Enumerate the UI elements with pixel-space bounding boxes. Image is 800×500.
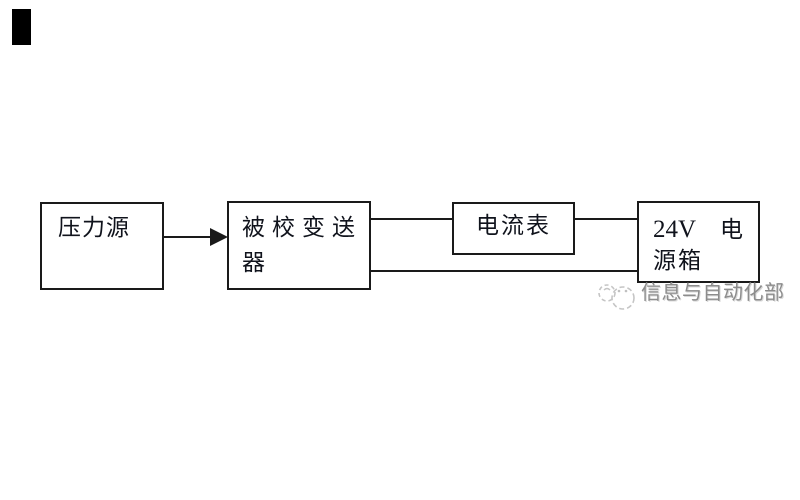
arrow-head-icon xyxy=(210,228,228,246)
power-supply-label-line1-char: 电 xyxy=(720,217,743,242)
power-supply-label-line1: 24V 电 xyxy=(653,217,743,242)
connector-ammeter-to-power xyxy=(573,218,639,220)
transmitter-label-line1: 被校变送 xyxy=(242,215,362,240)
transmitter-under-calibration-box: 被校变送 器 xyxy=(227,201,371,290)
power-supply-label-line2: 源箱 xyxy=(653,248,703,273)
transmitter-label-line2: 器 xyxy=(242,250,265,275)
ammeter-label: 电流表 xyxy=(476,213,551,238)
connector-transmitter-to-power-bottom xyxy=(371,270,639,272)
ghost-doodle-icon xyxy=(598,284,635,310)
watermark-text: 信息与自动化部 xyxy=(641,282,785,304)
scan-artifact-mark xyxy=(12,9,31,45)
power-supply-box: 24V 电 源箱 xyxy=(637,201,760,283)
pressure-source-label: 压力源 xyxy=(58,215,130,240)
power-supply-voltage: 24V xyxy=(653,216,697,243)
pressure-source-box: 压力源 xyxy=(40,202,164,290)
connector-transmitter-to-ammeter xyxy=(371,218,454,220)
ammeter-box: 电流表 xyxy=(452,202,575,255)
connector-pressure-to-transmitter xyxy=(164,236,212,238)
